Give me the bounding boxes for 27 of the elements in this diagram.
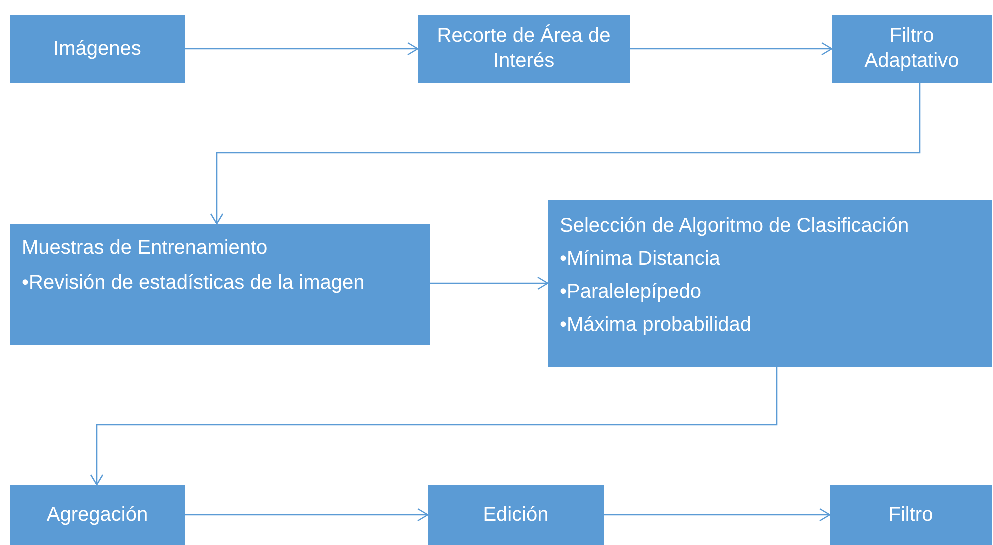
process-box [418,15,630,83]
arrow [185,508,429,522]
arrow [430,276,549,290]
arrow [604,508,831,522]
arrow [210,83,921,225]
arrow [90,367,778,486]
process-box [428,485,604,545]
arrow [630,42,833,56]
box-title: Selección de Algoritmo de Clasificación [560,214,910,239]
process-box [832,15,992,83]
box-title: Filtro [888,502,934,528]
bullet-item: •Paralelepípedo [560,280,702,305]
box-title: Imágenes [54,36,142,62]
bullet-item: •Mínima Distancia [560,247,720,272]
arrow [185,42,419,56]
box-title: Edición [483,502,549,528]
process-box [10,224,430,345]
process-box [548,200,992,367]
process-box [10,485,185,545]
process-box [10,15,185,83]
box-title: Recorte de Área de Interés [436,24,612,74]
process-box [830,485,992,545]
box-title: Agregación [46,502,148,528]
bullet-item: •Revisión de estadísticas de la imagen [22,271,365,296]
box-title: Muestras de Entrenamiento [22,236,268,261]
bullet-item: •Máxima probabilidad [560,313,752,338]
box-title: Filtro Adaptativo [864,24,960,74]
